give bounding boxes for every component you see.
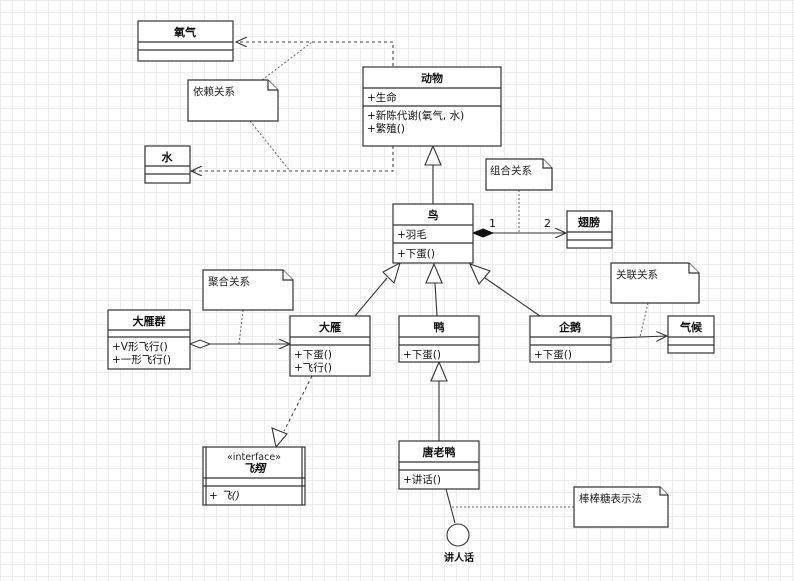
method: + 飞() [209,490,240,502]
method: +下蛋() [403,349,441,361]
note-text: 关联关系 [616,268,658,281]
note-lollipop[interactable]: 棒棒糖表示法 [573,486,669,528]
class-name: 氧气 [173,25,196,39]
class-name: 飞翔 [243,462,267,475]
note-connector-association [639,302,649,338]
method: +飞行() [294,361,332,374]
class-oxygen[interactable]: 氧气 [137,20,234,62]
method: +下蛋() [534,349,572,361]
class-water[interactable]: 水 [144,145,191,184]
method: +下蛋() [294,349,332,361]
realization-goose-fly [271,375,313,449]
interface-fly[interactable]: «interface» 飞翔 + 飞() [202,446,306,506]
generalization-bird-animal [424,144,442,204]
class-name: 鸟 [428,208,439,222]
note-text: 聚合关系 [208,275,250,288]
note-aggregation[interactable]: 聚合关系 [202,269,294,311]
class-donald-duck[interactable]: 唐老鸭 +讲话() [398,440,480,490]
note-connector-dependency-bottom [249,120,291,172]
dependency-animal-oxygen [236,42,394,66]
method: +一形飞行() [112,353,171,366]
note-association[interactable]: 关联关系 [610,262,700,304]
class-name: 大雁群 [133,314,166,328]
method: +下蛋() [397,248,435,260]
class-name: 翅膀 [577,215,600,229]
note-text: 依赖关系 [193,85,235,98]
dependency-animal-water [191,146,394,171]
generalization-goose-bird [354,261,401,317]
class-penguin[interactable]: 企鹅 +下蛋() [529,315,612,363]
lollipop-interface [445,488,470,547]
multiplicity-bird: 1 [489,217,496,230]
class-name: 大雁 [319,320,341,334]
stereotype-label: «interface» [227,452,281,463]
method: +讲话() [403,473,441,486]
association-penguin-climate [610,336,667,338]
note-connector-aggregation [238,309,244,345]
generalization-donald-duck [430,360,448,441]
lollipop-label: 讲人话 [444,551,474,564]
note-text: 组合关系 [490,164,532,177]
class-duck[interactable]: 鸭 +下蛋() [398,315,480,363]
attribute: +生命 [367,91,397,104]
class-name: 唐老鸭 [423,445,456,459]
note-composition[interactable]: 组合关系 [485,158,553,191]
note-connector-dependency-top [261,41,313,81]
attribute: +羽毛 [397,229,427,241]
class-name: 水 [162,150,174,164]
lollipop-circle-icon [446,523,470,547]
class-climate[interactable]: 气候 [667,315,715,354]
composition-bird-wing [471,229,566,237]
aggregation-flock-goose [188,340,290,348]
class-goose-flock[interactable]: 大雁群 +V形飞行() +一形飞行() [107,309,191,370]
class-wing[interactable]: 翅膀 [566,210,613,249]
class-goose[interactable]: 大雁 +下蛋() +飞行() [289,315,371,377]
class-animal[interactable]: 动物 +生命 +新陈代谢(氧气, 水) +繁殖() [362,66,502,147]
generalization-duck-bird [425,262,443,317]
method: +繁殖() [367,122,405,135]
method: +新陈代谢(氧气, 水) [367,109,464,122]
class-name: 动物 [421,71,443,85]
note-dependency[interactable]: 依赖关系 [187,79,279,122]
class-name: 企鹅 [558,320,581,334]
multiplicity-wing: 2 [544,217,551,230]
class-bird[interactable]: 鸟 +羽毛 +下蛋() [392,203,474,264]
note-text: 棒棒糖表示法 [579,492,642,505]
generalization-penguin-bird [468,263,541,317]
class-name: 鸭 [434,320,445,334]
method: +V形飞行() [112,340,168,353]
class-name: 气候 [679,320,703,334]
